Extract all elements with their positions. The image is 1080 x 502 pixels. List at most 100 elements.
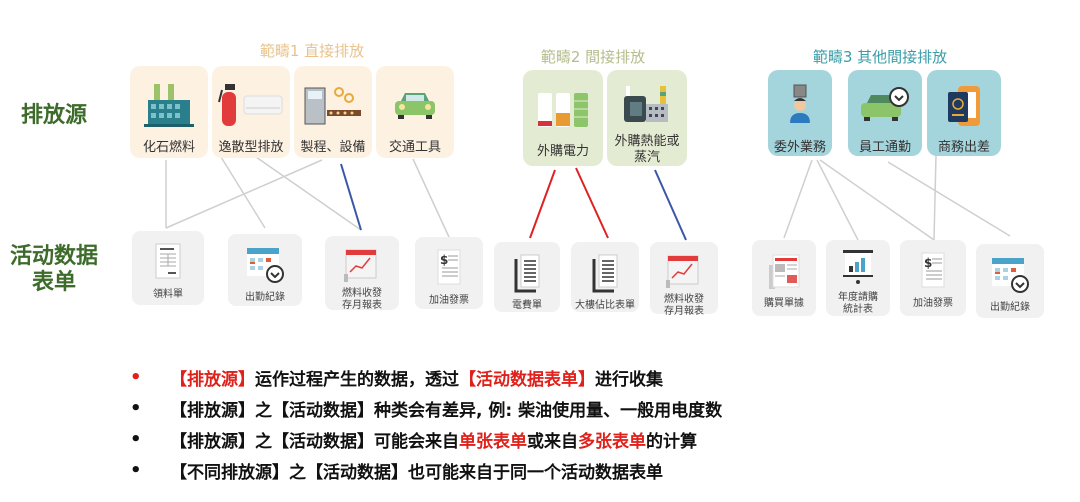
bullet-text-highlight: 多张表单 [578,432,646,452]
connector [819,159,935,241]
svg-text:$: $ [440,253,448,267]
power-plant-icon [607,78,687,130]
bullet-dot: • [130,367,142,388]
bill-icon [571,250,639,296]
factory-icon [130,74,208,136]
source-label: 外購電力 [536,144,589,159]
source-label: 交通工具 [388,140,441,155]
source-vehicle[interactable]: 交通工具 [376,66,454,158]
calendar-chart-icon [650,250,718,290]
form-label-line2: 存月報表 [342,300,382,311]
row-label-forms-line1: 活动数据 [9,244,98,269]
bullet-text: 运作过程产生的数据，透过 [255,370,459,390]
form-label: 電費單 [512,300,542,311]
battery-icon [523,78,603,140]
source-label: 外購熱能或 蒸汽 [614,134,679,166]
connector [575,167,609,239]
source-process-equipment[interactable]: 製程、設備 [294,66,372,158]
bill-icon [494,250,560,296]
form-material-requisition[interactable]: 領料單 [132,231,204,305]
row-label-forms: 活动数据 表单 [6,244,102,296]
form-building-share[interactable]: 大樓佔比表單 [571,242,639,312]
source-label: 商務出差 [937,140,990,155]
bullet-text: 【排放源】之【活动数据】种类会有差异, 例: 柴油使用量、一般用电度数 [170,401,723,421]
passport-phone-icon [927,78,1001,136]
form-annual-purchase-stats[interactable]: 年度請購 統計表 [826,240,890,316]
source-purchased-electricity[interactable]: 外購電力 [523,70,603,166]
form-label-line1: 燃料收發 [664,294,704,305]
scope3-title: 範疇3 其他間接排放 [812,48,948,66]
form-attendance-record-2[interactable]: 出勤紀錄 [976,244,1044,318]
connector [340,163,362,231]
worker-icon [768,78,832,136]
bullet-text: 的计算 [646,432,697,452]
bullet-dot: • [130,460,142,481]
form-label: 出勤紀錄 [245,292,285,303]
scope2-title: 範疇2 間接排放 [540,48,646,66]
bullet-item: • 【不同排放源】之【活动数据】也可能来自于同一个活动数据表单 [130,455,722,486]
form-label-line2: 統計表 [843,304,873,315]
connector [412,158,450,238]
source-label-line1: 外購熱能或 [614,134,680,149]
connector [165,159,323,229]
form-fuel-monthly-report[interactable]: 燃料收發 存月報表 [325,236,399,312]
form-label: 出勤紀錄 [990,302,1030,313]
row-label-sources: 排放源 [20,103,87,128]
bullet-dot: • [130,398,142,419]
source-label: 化石燃料 [142,140,195,155]
source-fossil-fuel[interactable]: 化石燃料 [130,66,208,158]
connector [529,169,556,239]
fire-extinguisher-icon [212,74,290,136]
connector [816,159,859,241]
form-electricity-bill[interactable]: 電費單 [494,242,560,312]
form-label-line1: 燃料收發 [342,288,382,299]
car-clock-icon [848,78,922,136]
form-fuel-monthly-report-2[interactable]: 燃料收發 存月報表 [650,242,718,317]
bullet-text: 【排放源】之【活动数据】可能会来自 [170,432,459,452]
purchase-doc-icon [752,248,816,294]
bullet-text-highlight: 单张表单 [459,432,527,452]
bullet-list: • 【排放源】 运作过程产生的数据，透过 【活动数据表单】 进行收集 • 【排放… [130,362,722,486]
form-purchase-receipt[interactable]: 購買單據 [752,240,816,316]
form-label-line2: 存月報表 [664,306,704,317]
form-fuel-invoice[interactable]: $ 加油發票 [415,237,483,309]
receipt-dollar-icon: $ [900,248,966,294]
connector [255,156,362,231]
presentation-icon [826,248,890,288]
calendar-chart-icon [325,244,399,284]
connector [220,156,266,229]
connector [887,161,1011,237]
source-purchased-heat-steam[interactable]: 外購熱能或 蒸汽 [607,70,687,166]
receipt-dollar-icon: $ [415,245,483,291]
bullet-text: 进行收集 [595,370,663,390]
source-employee-commute[interactable]: 員工通勤 [848,70,922,156]
connector [783,159,813,239]
bullet-item: • 【排放源】之【活动数据】种类会有差异, 例: 柴油使用量、一般用电度数 [130,393,722,424]
source-fugitive-emission[interactable]: 逸散型排放 [212,66,290,158]
form-label: 年度請購 統計表 [838,292,878,316]
form-label: 購買單據 [764,298,804,309]
scope1-title: 範疇1 直接排放 [259,42,365,60]
source-label: 員工通勤 [858,140,911,155]
bullet-dot: • [130,429,142,450]
source-label-line2: 蒸汽 [633,150,660,165]
connector [654,169,687,241]
calendar-clock-icon [228,242,302,288]
svg-text:$: $ [924,256,932,270]
source-label: 逸散型排放 [218,140,284,155]
form-fuel-invoice-2[interactable]: $ 加油發票 [900,240,966,316]
source-business-travel[interactable]: 商務出差 [927,70,1001,156]
document-icon [132,239,204,285]
form-label: 加油發票 [429,295,469,306]
source-outsourcing[interactable]: 委外業務 [768,70,832,156]
form-label-line1: 年度請購 [838,292,878,303]
bullet-text: 【不同排放源】之【活动数据】也可能来自于同一个活动数据表单 [170,463,663,483]
form-label: 燃料收發 存月報表 [342,288,382,312]
bullet-item: • 【排放源】之【活动数据】可能会来自 单张表单 或来自 多张表单 的计算 [130,424,722,455]
row-label-forms-line2: 表单 [31,270,76,295]
form-attendance-record[interactable]: 出勤紀錄 [228,234,302,306]
form-label: 大樓佔比表單 [575,300,635,311]
form-label: 燃料收發 存月報表 [664,294,704,318]
car-icon [376,74,454,136]
